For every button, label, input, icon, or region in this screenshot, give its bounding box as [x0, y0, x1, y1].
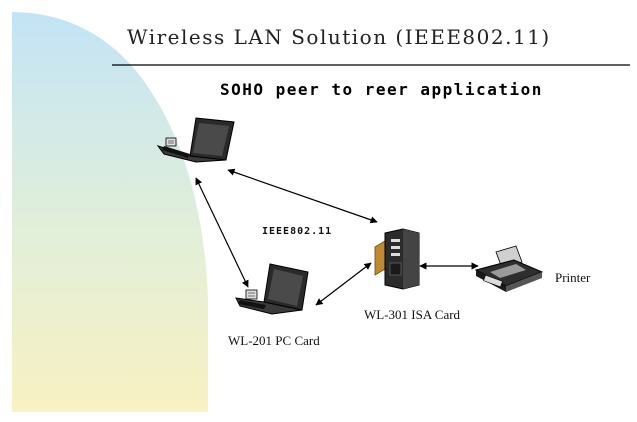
desktop-tower-icon: [375, 229, 419, 289]
isa-card-label: WL-301 ISA Card: [364, 307, 460, 323]
laptop-icon: [236, 264, 308, 314]
printer-label: Printer: [555, 270, 590, 286]
link-pc-to-isa: [316, 263, 371, 305]
slide-subtitle: SOHO peer to reer application: [220, 80, 543, 99]
link-top-to-isa: [228, 170, 377, 222]
slide-title: Wireless LAN Solution (IEEE802.11): [127, 25, 551, 49]
protocol-label: IEEE802.11: [262, 226, 332, 237]
printer-icon: [476, 246, 542, 292]
background-arc: [12, 12, 208, 412]
pc-card-label: WL-201 PC Card: [228, 333, 320, 349]
